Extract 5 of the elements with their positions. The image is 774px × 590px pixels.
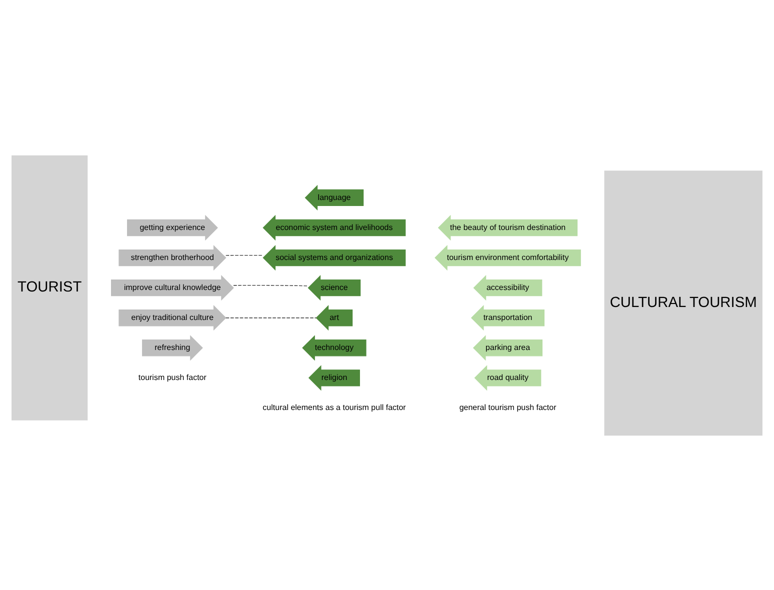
node-box: TOURIST [12,154,88,420]
node-box: CULTURAL TOURISM [604,170,762,436]
connector [233,284,309,286]
connector [226,317,317,318]
connector [226,254,264,256]
